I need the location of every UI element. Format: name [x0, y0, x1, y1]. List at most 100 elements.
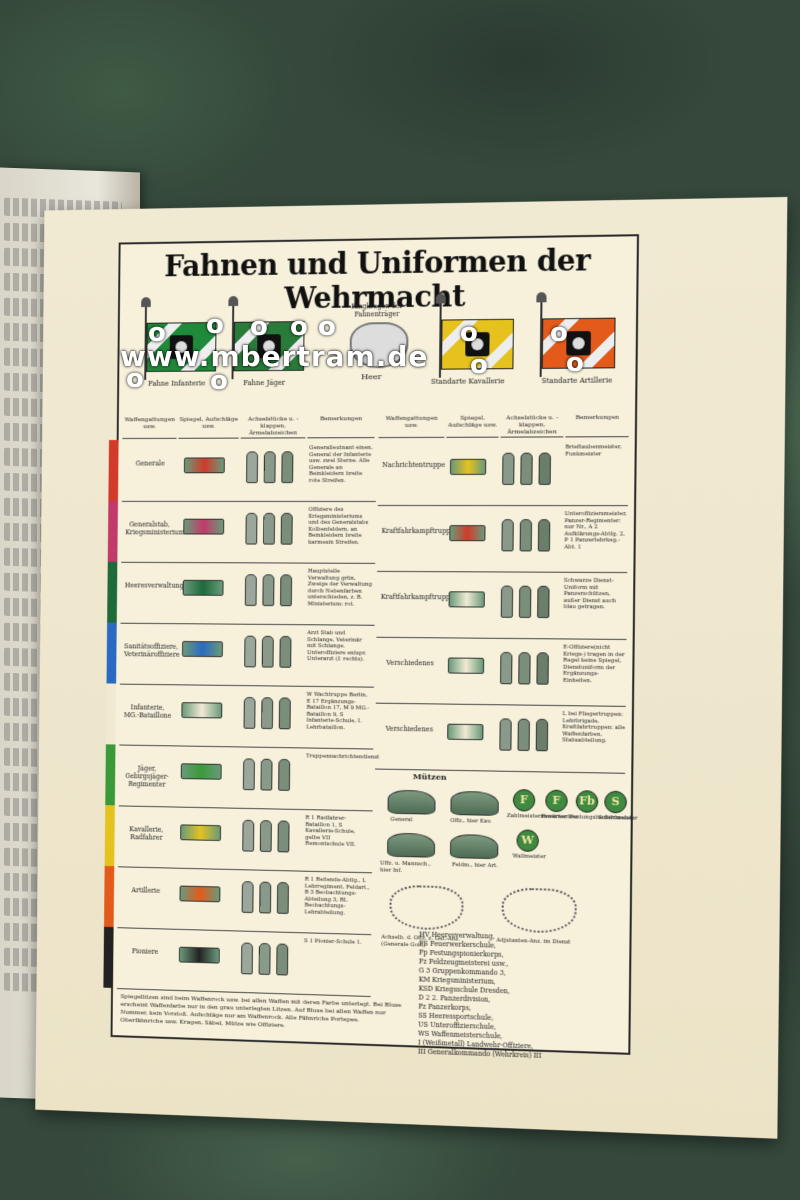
- branch-label: Jäger, Gebirgsjäger-Regimenter: [125, 764, 169, 789]
- table-row: Kavallerie, Radfahrer R 1 Radfahrer-Batai…: [104, 805, 373, 874]
- watermark-circle: o: [566, 348, 584, 378]
- footnote: Spiegellitzen sind beim Waffenrock usw. …: [120, 993, 402, 1030]
- branch-label: Pioniere: [131, 947, 159, 956]
- shoulder-strap-icon: [518, 585, 532, 618]
- shoulder-strap-icon: [242, 819, 255, 852]
- watermark-circle: o: [206, 310, 224, 340]
- branch-label: Kavallerie, Radfahrer: [129, 825, 164, 842]
- shoulder-strap-icon: [261, 697, 274, 730]
- shoulder-strap-icon: [278, 758, 291, 791]
- watermark-circle: o: [460, 318, 478, 348]
- shoulder-strap-icon: [501, 519, 514, 552]
- collar-patch-icon: [180, 763, 222, 780]
- branch-label: Infanterie, MG.-Bataillone: [123, 703, 172, 720]
- branch-label: Generalstab, Kriegsministerium: [125, 520, 185, 537]
- abbreviation-legend: HV Heeresverwaltung,FS Feuerwerkerschule…: [418, 930, 621, 1063]
- uniform-table: Waffengattungen usw. Spiegel, Aufschläge…: [103, 413, 638, 1002]
- branch-label: Heeresverwaltung: [124, 581, 184, 590]
- cap-icon: [387, 789, 436, 815]
- emblem-caption: Wallmeister: [512, 853, 546, 861]
- collar-patch-icon: [447, 657, 485, 674]
- cap-icon: [450, 790, 499, 816]
- shoulder-strap-icon: [500, 651, 513, 685]
- watermark-circle: o: [318, 312, 336, 342]
- watermark-circle: o: [148, 318, 166, 348]
- shoulder-strap-icon: [246, 451, 259, 484]
- emblem-caption: Schirrmeister: [598, 814, 638, 822]
- row-note: Arzt Stab und Schlange, Veterinär mit Sc…: [306, 630, 367, 663]
- shoulder-strap-icon: [243, 696, 256, 729]
- shoulder-strap-icon: [520, 452, 533, 485]
- shoulder-strap-icon: [518, 652, 531, 685]
- flag-label: Fahne Jäger: [243, 378, 286, 388]
- branch-label: Verschiedenes: [386, 658, 434, 668]
- shoulder-strap-icon: [242, 758, 255, 791]
- row-note: W Wachtruppe Berlin, E 17 Ergänzungs-Bat…: [306, 691, 370, 731]
- branch-color-tab: [104, 805, 115, 867]
- shoulder-strap-icon: [244, 574, 257, 606]
- branch-color-tab: [107, 561, 118, 623]
- table-row: Sanitätsoffiziere, Veterinäroffiziere Arz…: [106, 622, 375, 688]
- branch-label: Sanitätsoffiziere, Veterinäroffiziere: [124, 642, 180, 659]
- row-note: R 1 Reitende-Abtlg., L Lehrregiment, Fel…: [304, 876, 370, 916]
- shoulder-strap-icon: [281, 451, 294, 484]
- table-row: Infanterie, MG.-Bataillone W Wachtruppe B…: [105, 683, 374, 750]
- shoulder-strap-icon: [279, 635, 292, 668]
- branch-color-tab: [105, 744, 116, 806]
- shoulder-strap-icon: [259, 820, 272, 853]
- emblem-icon: F: [512, 789, 536, 812]
- collar-patch-icon: [183, 518, 225, 535]
- watermark-circle: o: [290, 312, 308, 342]
- row-note: Unteroffiziersmeister, Panzer-Regimenter…: [564, 511, 627, 551]
- watermark-circle: o: [126, 364, 144, 394]
- shoulder-strap-icon: [244, 635, 257, 668]
- watermark-circle: o: [550, 318, 568, 348]
- shoulder-strap-icon: [276, 943, 289, 976]
- branch-label: Generale: [135, 459, 165, 468]
- row-note: Generalleutnant einen, General der Infan…: [308, 445, 373, 484]
- cap-icon: [387, 832, 436, 858]
- collar-patch-icon: [449, 525, 486, 542]
- branch-color-tab: [108, 439, 119, 501]
- shoulder-strap-icon: [258, 942, 271, 976]
- shoulder-strap-icon: [538, 452, 552, 485]
- ring-collar-label: Ringkragen der Fahnenträger: [351, 301, 403, 319]
- row-note: R 1 Radfahrer-Bataillon 1, S Kavallerie-…: [305, 815, 356, 848]
- row-note: Offiziere des Kriegsministeriums und des…: [308, 506, 369, 546]
- collar-patch-icon: [179, 885, 221, 903]
- column-header: Achselstücke u. -klappen, Ärmelabzeichen: [500, 414, 564, 438]
- column-header: Waffengattungen usw.: [122, 416, 177, 439]
- column-header: Bemerkungen: [307, 415, 375, 439]
- collar-patch-icon: [181, 702, 223, 719]
- caps-title: Mützen: [412, 771, 447, 782]
- collar-patch-icon: [181, 640, 223, 658]
- shoulder-strap-icon: [536, 652, 549, 685]
- shoulder-strap-icon: [519, 519, 533, 552]
- row-note: E-Offiziere(nicht Kriegs-) tragen in der…: [562, 644, 625, 684]
- book: Fahnen und Uniformen der Wehrmacht Fahne…: [0, 160, 800, 1160]
- cap-caption: Feldm., hier Art.: [451, 862, 499, 870]
- shoulder-strap-icon: [499, 718, 512, 751]
- branch-color-tab: [104, 865, 115, 928]
- column-header: Achselstücke u. -klappen, Ärmelabzeichen: [240, 415, 306, 439]
- shoulder-strap-icon: [517, 718, 530, 752]
- shoulder-strap-icon: [263, 451, 276, 484]
- branch-label: Nachrichtentruppe: [382, 460, 446, 470]
- column-header: Spiegel, Aufschläge usw.: [446, 414, 499, 438]
- branch-color-tab: [105, 683, 117, 745]
- emblem-icon: S: [604, 790, 627, 814]
- table-row: Verschiedenes E-Offiziere(nicht Kriegs-) …: [375, 636, 627, 707]
- shoulder-strap-icon: [245, 512, 258, 545]
- shoulder-strap-icon: [280, 574, 293, 607]
- shoulder-strap-icon: [241, 881, 254, 914]
- shoulder-strap-icon: [537, 519, 551, 552]
- watermark-text: www.mbertram.de: [120, 340, 429, 373]
- flag-label: Fahne Infanterie: [148, 379, 206, 388]
- row-note: Truppennachrichtendienst: [305, 753, 380, 761]
- shoulder-strap-icon: [535, 718, 549, 752]
